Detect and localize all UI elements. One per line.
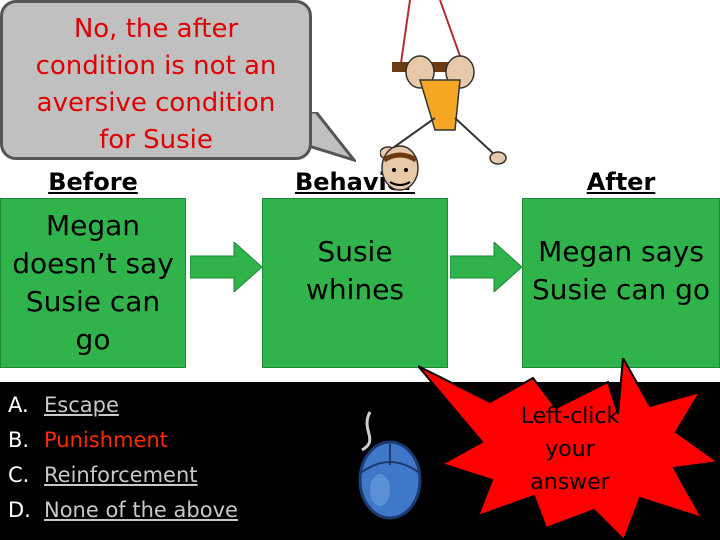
feedback-speech-bubble: No, the after condition is not an aversi…	[0, 0, 312, 160]
answer-option-c[interactable]: C. Reinforcement	[8, 458, 238, 493]
answer-option-b[interactable]: B. Punishment	[8, 423, 238, 458]
answer-link-escape[interactable]: Escape	[44, 388, 119, 423]
answer-list: A. Escape B. Punishment C. Reinforcement…	[8, 388, 238, 528]
answer-letter: C.	[8, 458, 44, 493]
behavior-box: Susie whines	[262, 198, 448, 368]
swinging-girl-clipart	[380, 0, 510, 205]
before-box-text: Megan doesn’t say Susie can go	[7, 207, 179, 359]
after-box-text: Megan says Susie can go	[529, 233, 713, 309]
answer-option-d[interactable]: D. None of the above	[8, 493, 238, 528]
answer-link-reinforcement[interactable]: Reinforcement	[44, 458, 198, 493]
right-arrow-icon	[450, 242, 522, 292]
right-arrow-icon	[190, 242, 262, 292]
answer-letter: D.	[8, 493, 44, 528]
after-heading: After	[522, 168, 720, 196]
after-box: Megan says Susie can go	[522, 198, 720, 368]
answer-option-a[interactable]: A. Escape	[8, 388, 238, 423]
behavior-box-text: Susie whines	[269, 233, 441, 309]
feedback-line: No, the after	[3, 11, 309, 48]
answer-letter: B.	[8, 423, 44, 458]
prompt-line: your	[490, 433, 650, 466]
answer-letter: A.	[8, 388, 44, 423]
before-box: Megan doesn’t say Susie can go	[0, 198, 186, 368]
prompt-line: answer	[490, 466, 650, 499]
answer-link-none[interactable]: None of the above	[44, 493, 238, 528]
answer-link-punishment[interactable]: Punishment	[44, 423, 168, 458]
feedback-line: for Susie	[3, 122, 309, 159]
prompt-text: Left-click your answer	[490, 400, 650, 499]
feedback-line: aversive condition	[3, 85, 309, 122]
before-heading: Before	[0, 168, 186, 196]
feedback-line: condition is not an	[3, 48, 309, 85]
prompt-line: Left-click	[490, 400, 650, 433]
